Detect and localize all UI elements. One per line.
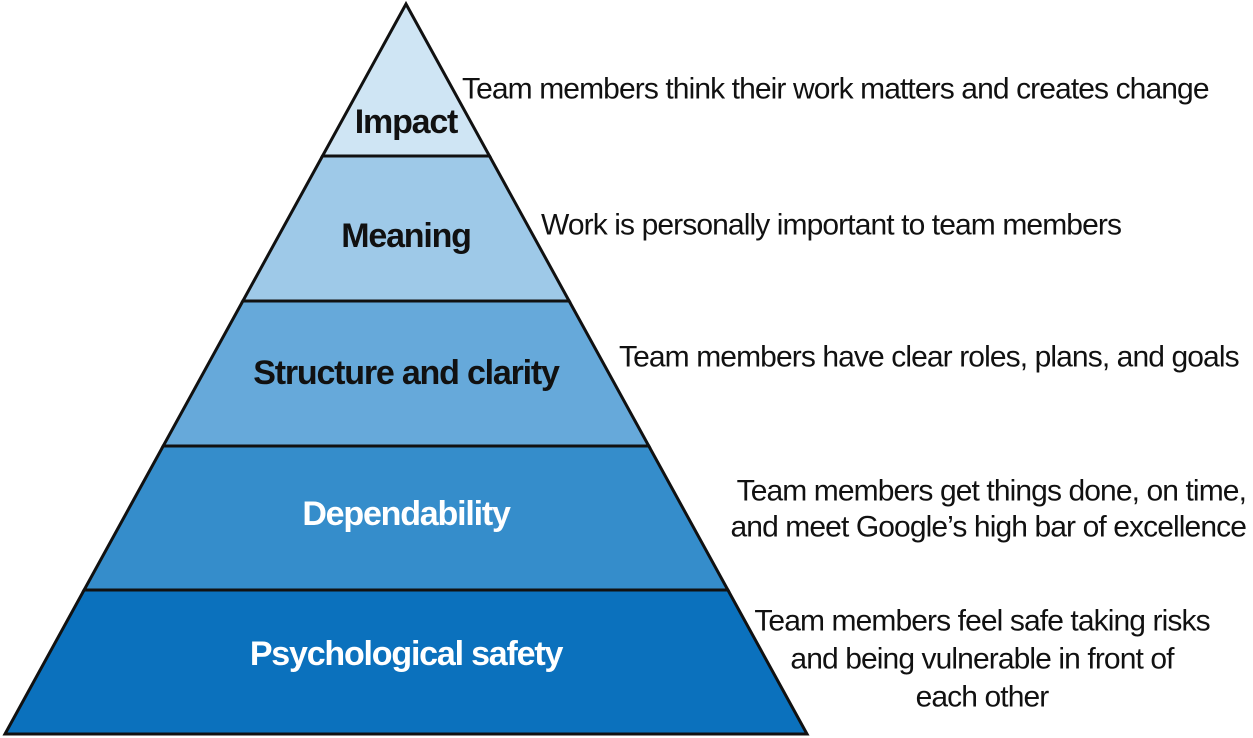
tier-4-description-line: Team members get things done, on time, (737, 475, 1246, 508)
tier-5-label: Psychological safety (250, 635, 564, 673)
tier-descriptions: Team members think their work matters an… (462, 73, 1247, 714)
tier-3-description: Team members have clear roles, plans, an… (619, 341, 1239, 374)
tier-2-description: Work is personally important to team mem… (541, 209, 1121, 242)
tier-4-description: Team members get things done, on time,an… (731, 475, 1247, 544)
tier-3-label: Structure and clarity (253, 354, 560, 392)
tier-4-label: Dependability (302, 495, 511, 533)
tier-1-description-line: Team members think their work matters an… (462, 73, 1209, 106)
tier-2-label: Meaning (341, 217, 471, 255)
tier-2-description-line: Work is personally important to team mem… (541, 209, 1121, 242)
tier-5-description-line: Team members feel safe taking risks (754, 605, 1209, 638)
tier-5-description-line: and being vulnerable in front of (790, 643, 1175, 676)
tier-3-description-line: Team members have clear roles, plans, an… (619, 341, 1239, 374)
tier-1-label: Impact (355, 103, 458, 141)
tier-4-description-line: and meet Google’s high bar of excellence (731, 511, 1247, 544)
tier-5-shape (2, 588, 810, 736)
tier-5-description: Team members feel safe taking risks and b… (754, 605, 1209, 714)
tier-5-description-line: each other (916, 681, 1050, 714)
tier-1-description: Team members think their work matters an… (462, 73, 1209, 106)
